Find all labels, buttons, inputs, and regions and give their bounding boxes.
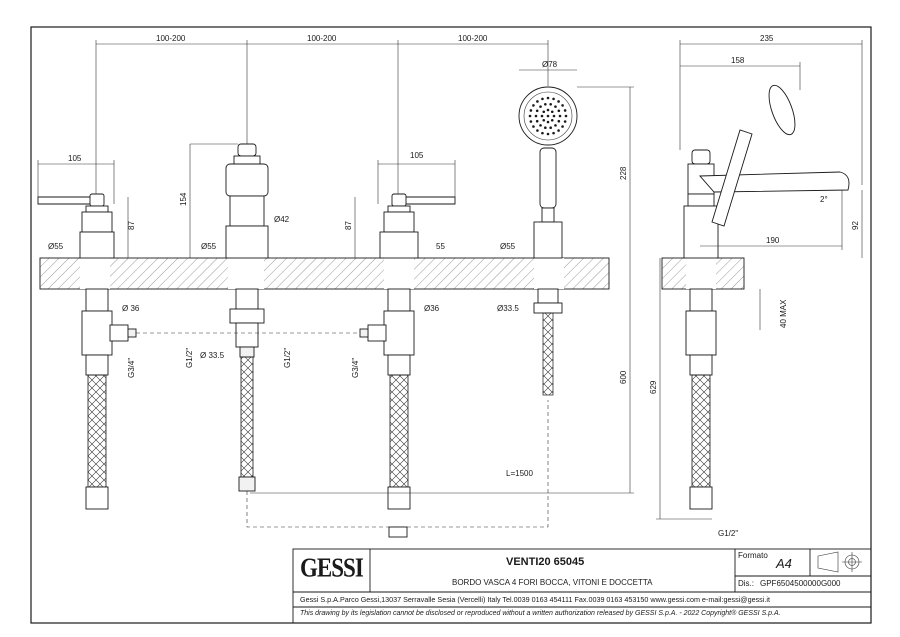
nozzle-dot — [546, 114, 550, 118]
dim-spacing-3: 100-200 — [458, 34, 488, 43]
deck-front-view — [39, 257, 610, 290]
company-address: Gessi S.p.A.Parco Gessi,13037 Serravalle… — [300, 595, 770, 604]
dim-body-d2: Ø36 — [424, 304, 440, 313]
nozzle-dot — [532, 104, 535, 107]
product-code: VENTI20 65045 — [506, 556, 585, 568]
dim-body-d3: Ø 33.5 — [200, 351, 225, 360]
nozzle-dot — [549, 103, 552, 106]
legal-notice: This drawing by its legislation cannot b… — [300, 610, 781, 617]
dis-value: GPF6504500000G000 — [760, 579, 841, 588]
dim-thread-g34-1: G3/4" — [127, 358, 136, 378]
hose-routes — [136, 332, 549, 538]
nozzle-dot — [546, 108, 550, 112]
projection-symbol-icon — [817, 551, 862, 573]
dim-len-600: 600 — [619, 370, 628, 384]
dim-thread-g12-1: G1/2" — [185, 348, 194, 368]
nozzle-dot — [529, 109, 533, 112]
nozzle-dot — [529, 120, 533, 123]
dim-spacing-2: 100-200 — [307, 34, 337, 43]
dim-base-d1: Ø55 — [48, 242, 64, 251]
format-label: Formato — [738, 551, 768, 560]
nozzle-dot — [528, 114, 532, 118]
dim-base-d2: Ø55 — [201, 242, 217, 251]
dim-handle-h-right: 87 — [344, 221, 353, 230]
nozzle-dot — [539, 124, 542, 127]
left-handle-valve — [37, 193, 137, 510]
nozzle-dot — [563, 109, 567, 112]
nozzle-dot — [554, 124, 557, 127]
dim-len-629: 629 — [649, 380, 658, 394]
nozzle-dot — [561, 104, 564, 107]
dim-handle-h-left: 87 — [127, 221, 136, 230]
nozzle-dot — [540, 114, 544, 118]
nozzle-dot — [535, 109, 539, 113]
nozzle-dot — [558, 114, 562, 118]
nozzle-dot — [557, 129, 560, 132]
dim-body-d1: Ø 36 — [122, 304, 140, 313]
dim-base-d3: 55 — [436, 242, 445, 251]
dim-hose-len: L=1500 — [506, 469, 533, 478]
dim-spout-d: Ø42 — [274, 215, 290, 224]
dim-lever-left: 105 — [68, 154, 82, 163]
dim-thread-g34-2: G3/4" — [351, 358, 360, 378]
nozzle-dot — [541, 131, 544, 135]
dim-side-235: 235 — [760, 34, 774, 43]
dim-lever-right: 105 — [410, 151, 424, 160]
dim-side-92: 92 — [851, 221, 860, 230]
nozzle-dot — [557, 109, 561, 113]
dim-side-158: 158 — [731, 56, 745, 65]
dim-side-40max: 40 MAX — [779, 299, 788, 328]
nozzle-dot — [546, 96, 550, 100]
dim-body-d4: Ø33.5 — [497, 304, 519, 313]
brand-logo: GESSI — [300, 552, 364, 583]
side-view — [683, 84, 850, 510]
right-handle-valve — [359, 193, 456, 510]
nozzle-dot — [532, 125, 535, 128]
spout — [225, 143, 269, 492]
nozzle-dot — [552, 114, 556, 118]
nozzle-dot — [552, 131, 555, 135]
nozzle-dot — [552, 97, 555, 101]
dim-shower-d: Ø78 — [542, 60, 558, 69]
nozzle-dot — [557, 119, 561, 123]
nozzle-dot — [535, 119, 539, 123]
nozzle-dot — [534, 114, 538, 118]
deck-side-view — [661, 257, 745, 290]
nozzle-dot — [536, 129, 539, 132]
nozzle-dot — [561, 125, 564, 128]
dim-base-d4: Ø55 — [500, 242, 516, 251]
dim-side-190: 190 — [766, 236, 780, 245]
nozzle-dot — [544, 103, 547, 106]
nozzle-dot — [563, 120, 567, 123]
nozzle-dot — [542, 118, 546, 122]
nozzle-dot — [550, 118, 554, 122]
product-description: BORDO VASCA 4 FORI BOCCA, VITONI E DOCCE… — [452, 578, 653, 587]
dis-label: Dis.: — [738, 579, 754, 588]
nozzle-dot — [549, 126, 552, 129]
nozzle-dot — [554, 105, 557, 108]
nozzle-dot — [546, 132, 550, 136]
dim-thread-g12-2: G1/2" — [283, 348, 292, 368]
dim-side-g12: G1/2" — [718, 529, 738, 538]
dim-side-angle: 2° — [820, 195, 828, 204]
sheet-border — [30, 26, 872, 624]
dimension-lines — [37, 40, 863, 520]
nozzle-dot — [539, 105, 542, 108]
dim-spout-h: 154 — [179, 192, 188, 206]
nozzle-dot — [541, 97, 544, 101]
nozzle-dot — [564, 114, 568, 118]
nozzle-dot — [557, 100, 560, 103]
nozzle-dot — [536, 100, 539, 103]
nozzle-dot — [546, 120, 550, 124]
nozzle-dot — [542, 110, 546, 114]
dim-shower-h: 228 — [619, 166, 628, 180]
format-value: A4 — [776, 556, 792, 571]
hand-shower — [518, 86, 578, 396]
dim-spacing-1: 100-200 — [156, 34, 186, 43]
nozzle-dot — [550, 110, 554, 114]
title-block-frame — [292, 548, 872, 624]
nozzle-dot — [544, 126, 547, 129]
